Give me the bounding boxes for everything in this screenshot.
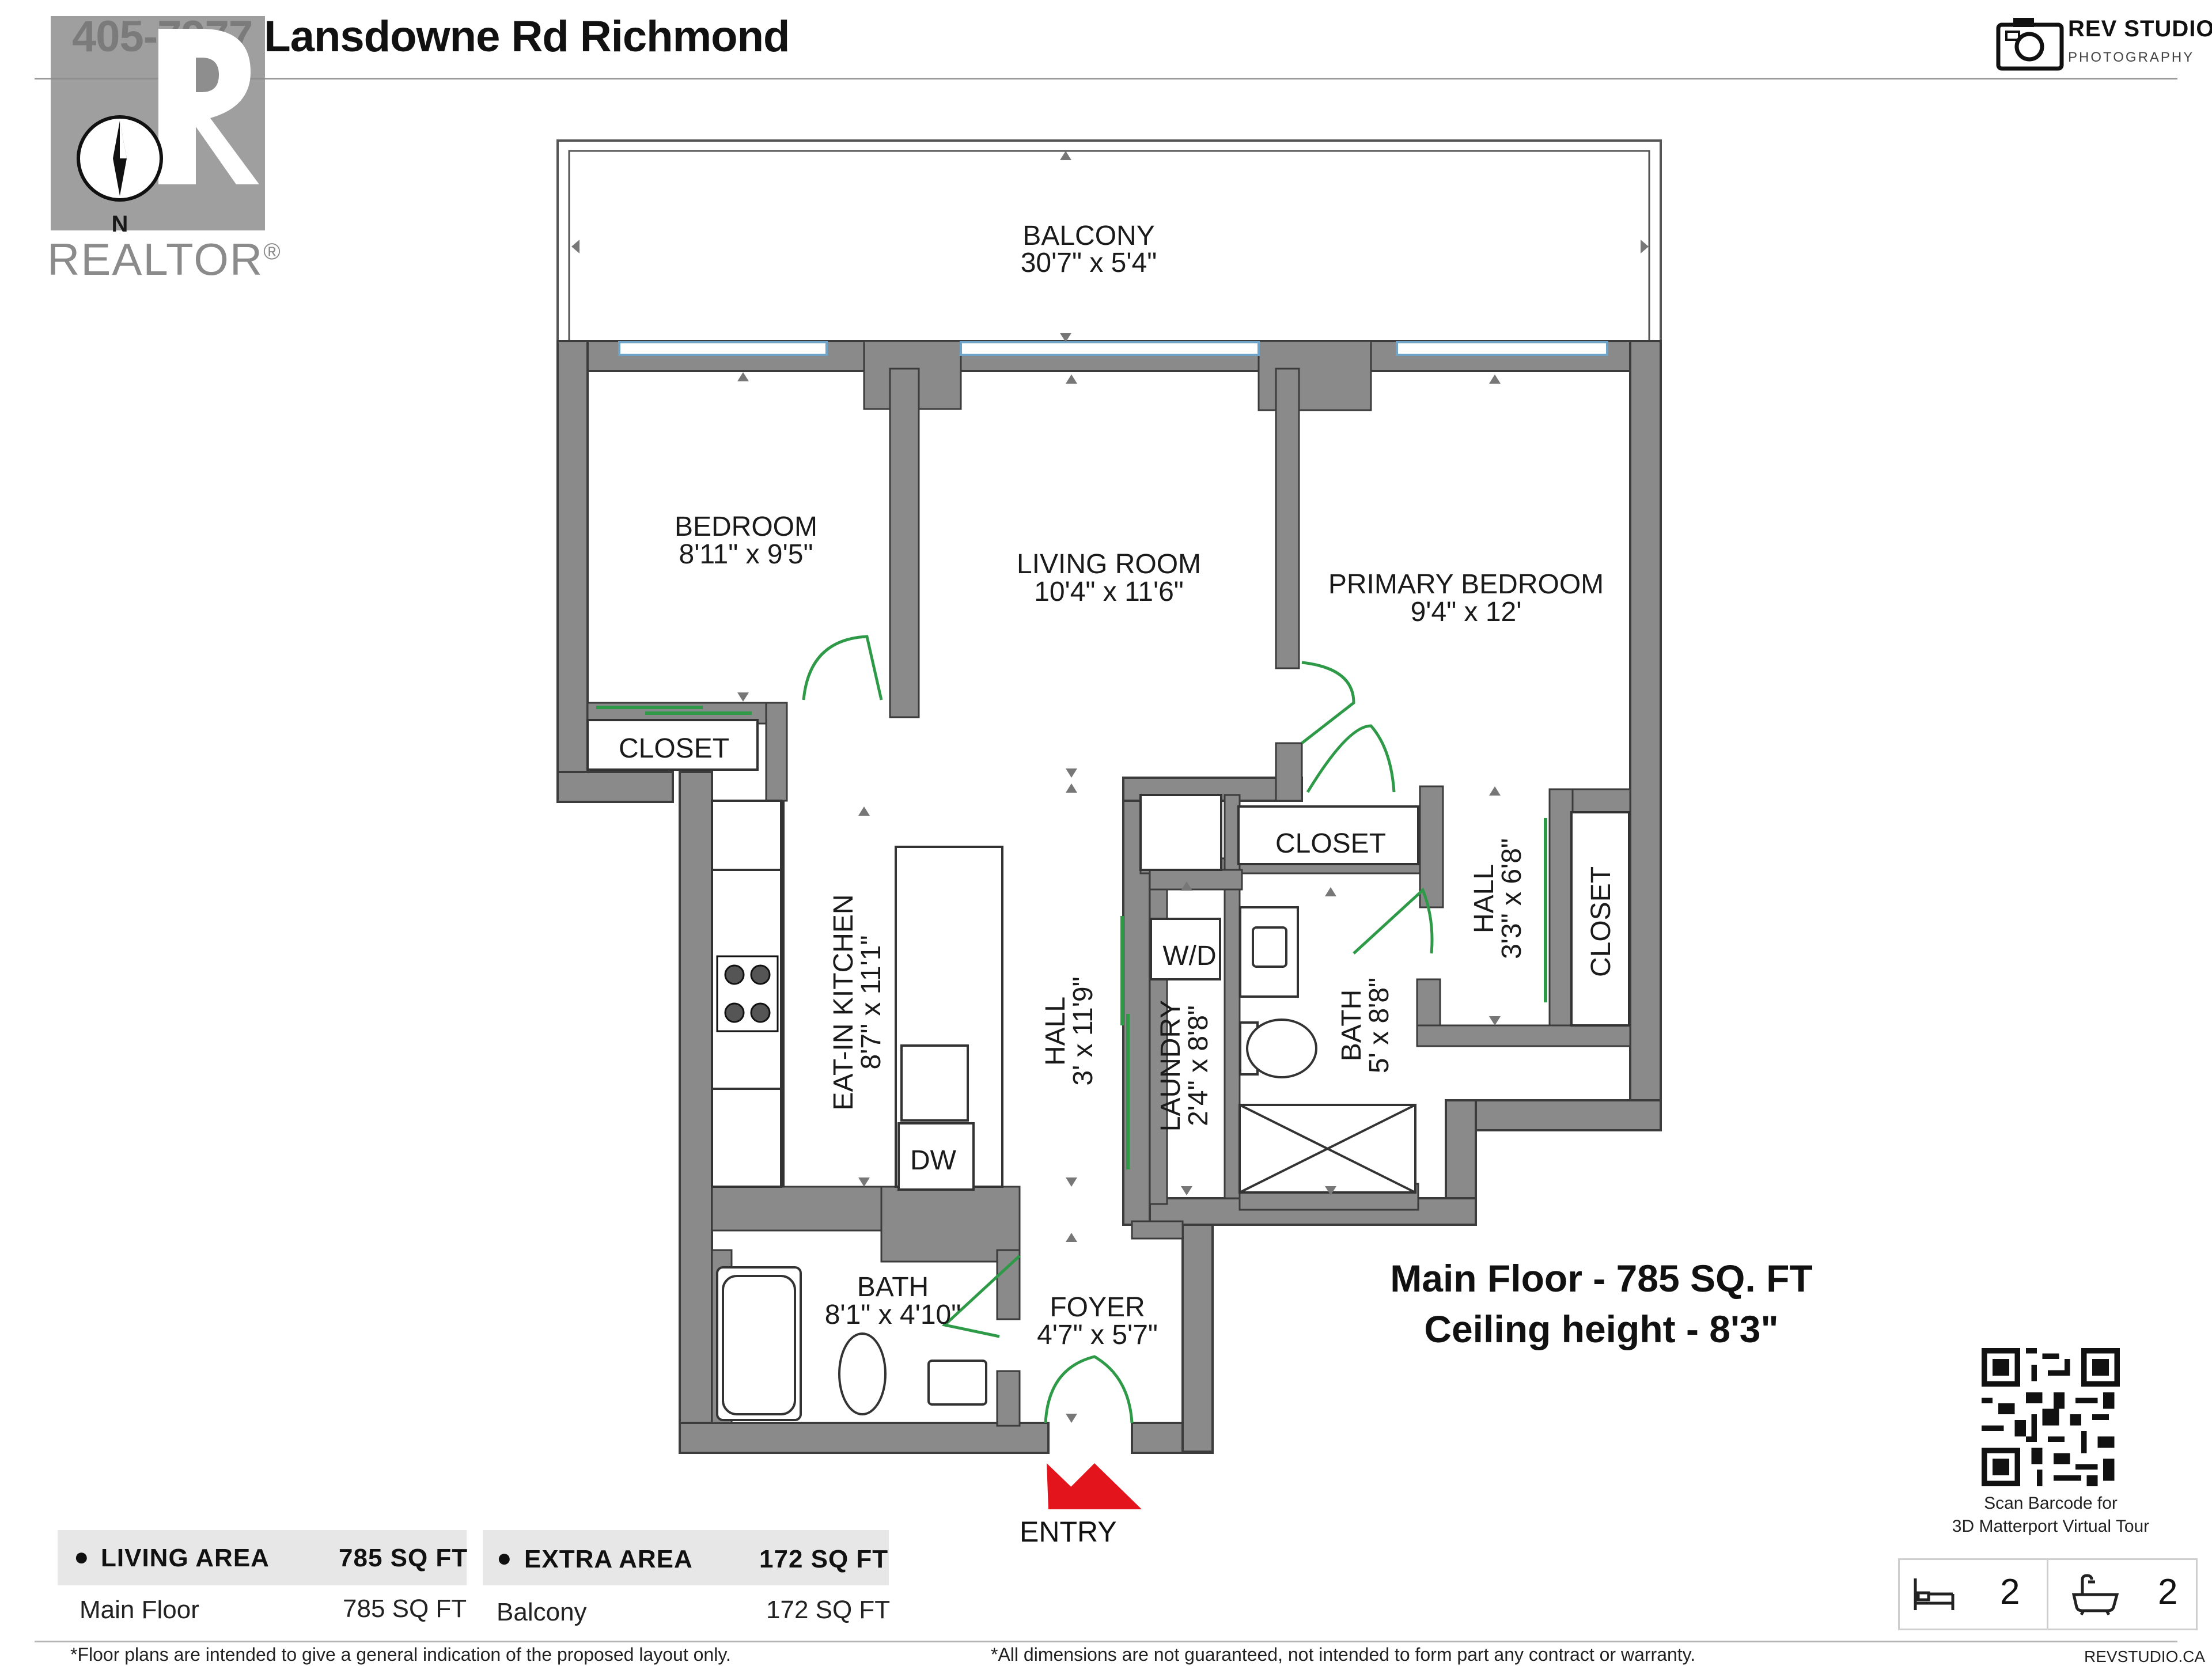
room-hall-primary-dims: 3'3" x 6'8" — [1497, 838, 1527, 959]
room-bedroom-name: BEDROOM — [675, 512, 817, 542]
qr-caption-line1: Scan Barcode for — [1984, 1494, 2118, 1513]
entry-arrow-icon-2 — [1048, 1463, 1142, 1509]
ceiling-height-line: Ceiling height - 8'3" — [1424, 1308, 1779, 1350]
qr-caption-line2: 3D Matterport Virtual Tour — [1952, 1517, 2150, 1536]
extra-area-bullet: ● — [497, 1544, 513, 1572]
room-bath-main-name: BATH — [857, 1272, 929, 1302]
extra-row-value: 172 SQ FT — [766, 1596, 891, 1624]
room-foyer-dims: 4'7" x 5'7" — [1037, 1320, 1158, 1350]
room-bath-main-dims: 8'1" x 4'10" — [825, 1300, 961, 1330]
interior-walls — [586, 340, 1631, 1427]
realtor-word: REALTOR — [47, 234, 264, 285]
registered-mark: ® — [263, 239, 282, 264]
dimension-markers — [571, 151, 1649, 1423]
bed-icon — [1914, 1578, 1955, 1610]
closet-sliders — [596, 706, 1547, 1169]
extra-area-header — [483, 1530, 889, 1585]
living-area-label: LIVING AREA — [101, 1544, 270, 1572]
realtor-watermark — [51, 16, 265, 230]
realtor-wordmark: REALTOR® — [47, 233, 282, 286]
room-foyer-name: FOYER — [1050, 1292, 1145, 1323]
room-living-name: LIVING ROOM — [1017, 549, 1201, 580]
studio-subtitle: PHOTOGRAPHY — [2068, 50, 2195, 65]
stats-divider — [2047, 1558, 2048, 1630]
room-bath-ensuite-name: BATH — [1336, 990, 1367, 1061]
living-area-header — [58, 1530, 467, 1585]
footer-disclaimer-left: *Floor plans are intended to give a gene… — [70, 1644, 731, 1665]
living-area-bullet: ● — [74, 1543, 90, 1571]
floor-summary: Main Floor - 785 SQ. FT Ceiling height -… — [1348, 1253, 1855, 1354]
room-balcony-name: BALCONY — [1022, 221, 1154, 251]
compass-icon — [77, 115, 163, 202]
room-primary-dims: 9'4" x 12' — [1411, 597, 1522, 627]
bathroom-count: 2 — [2158, 1572, 2178, 1612]
header-divider — [35, 78, 2177, 79]
room-closet-1: CLOSET — [619, 733, 729, 764]
windows — [618, 341, 1608, 356]
floor-area-line: Main Floor - 785 SQ. FT — [1390, 1257, 1813, 1300]
room-balcony-dims: 30'7" x 5'4" — [1021, 248, 1157, 278]
footer-divider — [35, 1641, 2177, 1642]
room-primary-name: PRIMARY BEDROOM — [1328, 569, 1604, 600]
cooktop-icon — [716, 955, 779, 1032]
room-kitchen-dims: 8'7" x 11'1" — [856, 936, 887, 1070]
room-kitchen-name: EAT-IN KITCHEN — [828, 894, 859, 1110]
footer-website-link[interactable]: REVSTUDIO.CA — [2084, 1648, 2206, 1665]
compass-north-svg: N — [112, 211, 128, 237]
room-living-dims: 10'4" x 11'6" — [1034, 577, 1184, 607]
room-hall-primary-name: HALL — [1469, 864, 1499, 933]
living-row-value: 785 SQ FT — [343, 1595, 467, 1623]
door-swings — [802, 635, 1434, 1423]
bath-fixtures — [716, 906, 1416, 1421]
room-laundry-dims: 2'4" x 8'8" — [1183, 1005, 1214, 1126]
room-bedroom-dims: 8'11" x 9'5" — [679, 539, 813, 570]
extra-area-label: EXTRA AREA — [524, 1545, 693, 1573]
qr-code[interactable] — [1982, 1348, 2120, 1486]
extra-area-total: 172 SQ FT — [759, 1545, 889, 1573]
studio-name: REV STUDIO — [2068, 16, 2212, 41]
room-hall-main-name: HALL — [1040, 997, 1071, 1066]
room-bath-ensuite-dims: 5' x 8'8" — [1364, 978, 1395, 1073]
room-closet-2: CLOSET — [1275, 828, 1386, 859]
footer-disclaimer-center: *All dimensions are not guaranteed, not … — [991, 1644, 1696, 1665]
room-hall-main-dims: 3' x 11'9" — [1068, 976, 1099, 1085]
room-laundry-name: LAUNDRY — [1156, 1000, 1186, 1132]
living-area-total: 785 SQ FT — [339, 1544, 468, 1572]
appliance-washer-dryer: W/D — [1162, 941, 1216, 971]
bathtub-icon — [2071, 1574, 2119, 1616]
room-closet-3: CLOSET — [1586, 866, 1616, 977]
extra-row-label: Balcony — [497, 1598, 587, 1626]
entry-label: ENTRY — [1020, 1516, 1117, 1548]
kitchen-fixtures — [711, 800, 1003, 1191]
living-row-label: Main Floor — [79, 1596, 199, 1624]
qr-caption: Scan Barcode for 3D Matterport Virtual T… — [1918, 1492, 2183, 1538]
closet-boxes — [586, 719, 1630, 1027]
bedroom-count: 2 — [2000, 1572, 2020, 1612]
appliance-dishwasher: DW — [910, 1145, 957, 1176]
north-label: N — [112, 211, 128, 237]
camera-icon — [1996, 18, 2064, 71]
